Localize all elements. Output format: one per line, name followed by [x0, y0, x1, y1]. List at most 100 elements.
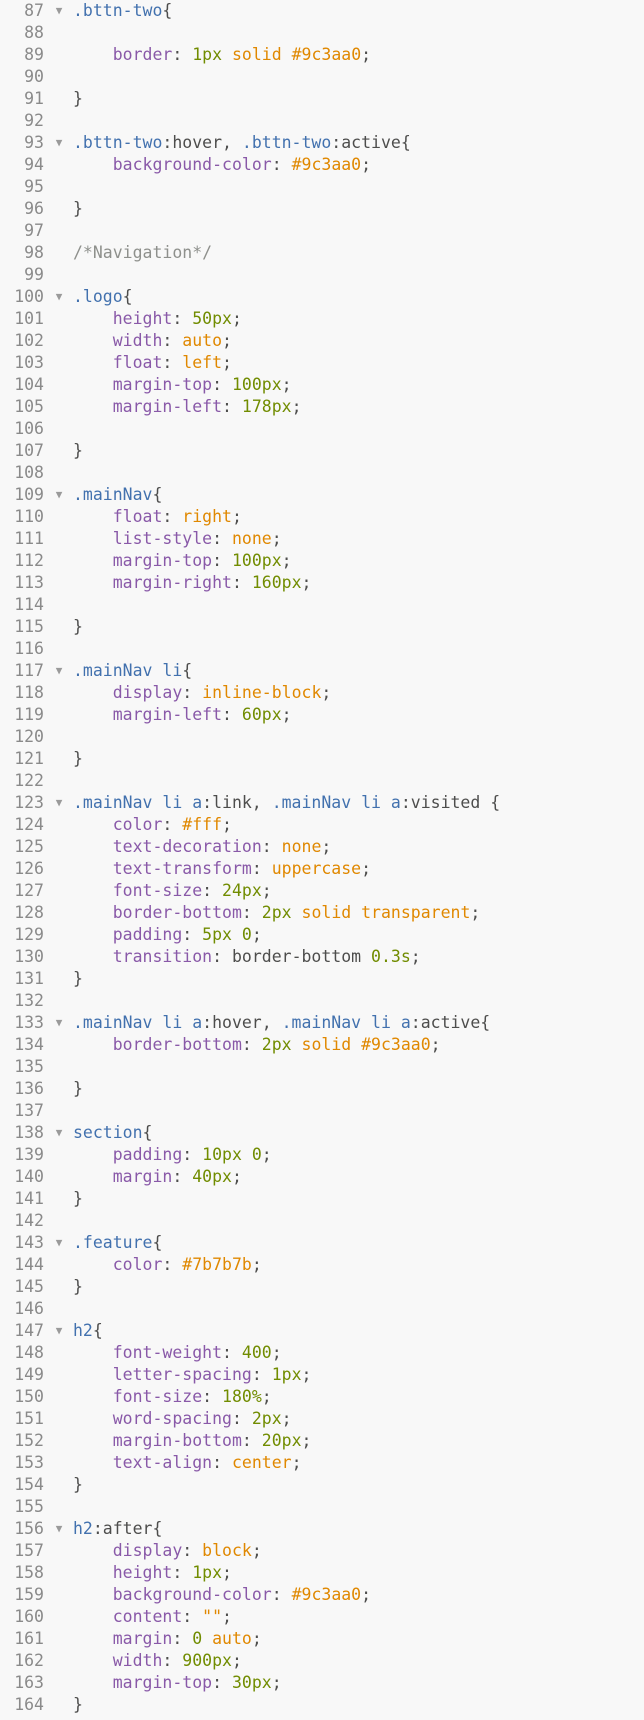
code-line[interactable]: 105 margin-left: 178px; [0, 396, 644, 418]
triangle-down-icon[interactable]: ▼ [55, 1016, 63, 1029]
code-line[interactable]: 141 } [0, 1188, 644, 1210]
code-line[interactable]: 150 font-size: 180%; [0, 1386, 644, 1408]
line-content[interactable]: } [73, 88, 83, 110]
code-line[interactable]: 118 display: inline-block; [0, 682, 644, 704]
code-line[interactable]: 101 height: 50px; [0, 308, 644, 330]
line-content[interactable]: display: inline-block; [73, 682, 332, 704]
code-line[interactable]: 98 /*Navigation*/ [0, 242, 644, 264]
triangle-down-icon[interactable]: ▼ [55, 488, 63, 501]
line-content[interactable]: border-bottom: 2px solid transparent; [73, 902, 481, 924]
code-line[interactable]: 92 [0, 110, 644, 132]
line-content[interactable]: } [73, 440, 83, 462]
line-content[interactable]: width: 900px; [73, 1650, 242, 1672]
code-line[interactable]: 96 } [0, 198, 644, 220]
code-line[interactable]: 162 width: 900px; [0, 1650, 644, 1672]
code-line[interactable]: 114 [0, 594, 644, 616]
line-content[interactable]: padding: 10px 0; [73, 1144, 272, 1166]
code-line[interactable]: 131 } [0, 968, 644, 990]
code-line[interactable]: 155 [0, 1496, 644, 1518]
code-line[interactable]: 148 font-weight: 400; [0, 1342, 644, 1364]
line-content[interactable]: word-spacing: 2px; [73, 1408, 292, 1430]
code-line[interactable]: 107 } [0, 440, 644, 462]
code-line[interactable]: 157 display: block; [0, 1540, 644, 1562]
line-content[interactable]: .feature{ [73, 1232, 162, 1254]
line-content[interactable]: color: #fff; [73, 814, 232, 836]
code-line[interactable]: 95 [0, 176, 644, 198]
code-line[interactable]: 154 } [0, 1474, 644, 1496]
code-line[interactable]: 110 float: right; [0, 506, 644, 528]
code-line[interactable]: 88 [0, 22, 644, 44]
line-content[interactable]: height: 50px; [73, 308, 242, 330]
line-content[interactable]: .mainNav li{ [73, 660, 192, 682]
code-line[interactable]: 164 } [0, 1694, 644, 1716]
code-line[interactable]: 93 ▼ .bttn-two:hover, .bttn-two:active{ [0, 132, 644, 154]
code-line[interactable]: 151 word-spacing: 2px; [0, 1408, 644, 1430]
line-content[interactable]: margin: 40px; [73, 1166, 242, 1188]
code-line[interactable]: 129 padding: 5px 0; [0, 924, 644, 946]
triangle-down-icon[interactable]: ▼ [55, 4, 63, 17]
line-content[interactable]: float: right; [73, 506, 242, 528]
line-content[interactable]: } [73, 968, 83, 990]
line-content[interactable]: } [73, 1474, 83, 1496]
code-line[interactable]: 135 [0, 1056, 644, 1078]
code-line[interactable]: 132 [0, 990, 644, 1012]
line-content[interactable]: margin-top: 100px; [73, 550, 292, 572]
code-line[interactable]: 149 letter-spacing: 1px; [0, 1364, 644, 1386]
line-content[interactable]: font-weight: 400; [73, 1342, 282, 1364]
line-content[interactable]: .bttn-two{ [73, 0, 172, 22]
line-content[interactable]: width: auto; [73, 330, 232, 352]
triangle-down-icon[interactable]: ▼ [55, 796, 63, 809]
triangle-down-icon[interactable]: ▼ [55, 1126, 63, 1139]
line-content[interactable]: } [73, 1188, 83, 1210]
line-content[interactable]: font-size: 24px; [73, 880, 272, 902]
line-content[interactable]: text-transform: uppercase; [73, 858, 371, 880]
line-content[interactable]: float: left; [73, 352, 232, 374]
code-line[interactable]: 104 margin-top: 100px; [0, 374, 644, 396]
code-line[interactable]: 159 background-color: #9c3aa0; [0, 1584, 644, 1606]
line-content[interactable]: color: #7b7b7b; [73, 1254, 262, 1276]
code-line[interactable]: 103 float: left; [0, 352, 644, 374]
line-content[interactable]: display: block; [73, 1540, 262, 1562]
line-content[interactable]: .mainNav li a:hover, .mainNav li a:activ… [73, 1012, 490, 1034]
code-line[interactable]: 87 ▼ .bttn-two{ [0, 0, 644, 22]
triangle-down-icon[interactable]: ▼ [55, 1324, 63, 1337]
code-line[interactable]: 152 margin-bottom: 20px; [0, 1430, 644, 1452]
line-content[interactable]: list-style: none; [73, 528, 282, 550]
code-line[interactable]: 121 } [0, 748, 644, 770]
code-line[interactable]: 139 padding: 10px 0; [0, 1144, 644, 1166]
code-line[interactable]: 138 ▼ section{ [0, 1122, 644, 1144]
code-line[interactable]: 119 margin-left: 60px; [0, 704, 644, 726]
code-line[interactable]: 142 [0, 1210, 644, 1232]
code-line[interactable]: 158 height: 1px; [0, 1562, 644, 1584]
code-line[interactable]: 123 ▼ .mainNav li a:link, .mainNav li a:… [0, 792, 644, 814]
line-content[interactable]: height: 1px; [73, 1562, 232, 1584]
line-content[interactable]: section{ [73, 1122, 152, 1144]
line-content[interactable]: } [73, 1276, 83, 1298]
code-line[interactable]: 134 border-bottom: 2px solid #9c3aa0; [0, 1034, 644, 1056]
line-content[interactable]: margin-top: 100px; [73, 374, 292, 396]
code-line[interactable]: 144 color: #7b7b7b; [0, 1254, 644, 1276]
line-content[interactable]: /*Navigation*/ [73, 242, 212, 264]
code-line[interactable]: 100 ▼ .logo{ [0, 286, 644, 308]
line-content[interactable]: content: ""; [73, 1606, 232, 1628]
triangle-down-icon[interactable]: ▼ [55, 1236, 63, 1249]
code-line[interactable]: 108 [0, 462, 644, 484]
code-line[interactable]: 130 transition: border-bottom 0.3s; [0, 946, 644, 968]
line-content[interactable]: .logo{ [73, 286, 133, 308]
line-content[interactable]: } [73, 748, 83, 770]
code-line[interactable]: 89 border: 1px solid #9c3aa0; [0, 44, 644, 66]
code-line[interactable]: 161 margin: 0 auto; [0, 1628, 644, 1650]
line-content[interactable]: letter-spacing: 1px; [73, 1364, 312, 1386]
code-line[interactable]: 146 [0, 1298, 644, 1320]
code-line[interactable]: 128 border-bottom: 2px solid transparent… [0, 902, 644, 924]
line-content[interactable]: .mainNav li a:link, .mainNav li a:visite… [73, 792, 500, 814]
code-line[interactable]: 145 } [0, 1276, 644, 1298]
code-line[interactable]: 117 ▼ .mainNav li{ [0, 660, 644, 682]
code-line[interactable]: 122 [0, 770, 644, 792]
code-line[interactable]: 106 [0, 418, 644, 440]
line-content[interactable]: h2:after{ [73, 1518, 162, 1540]
line-content[interactable]: background-color: #9c3aa0; [73, 154, 371, 176]
line-content[interactable]: margin-top: 30px; [73, 1672, 282, 1694]
code-line[interactable]: 133 ▼ .mainNav li a:hover, .mainNav li a… [0, 1012, 644, 1034]
